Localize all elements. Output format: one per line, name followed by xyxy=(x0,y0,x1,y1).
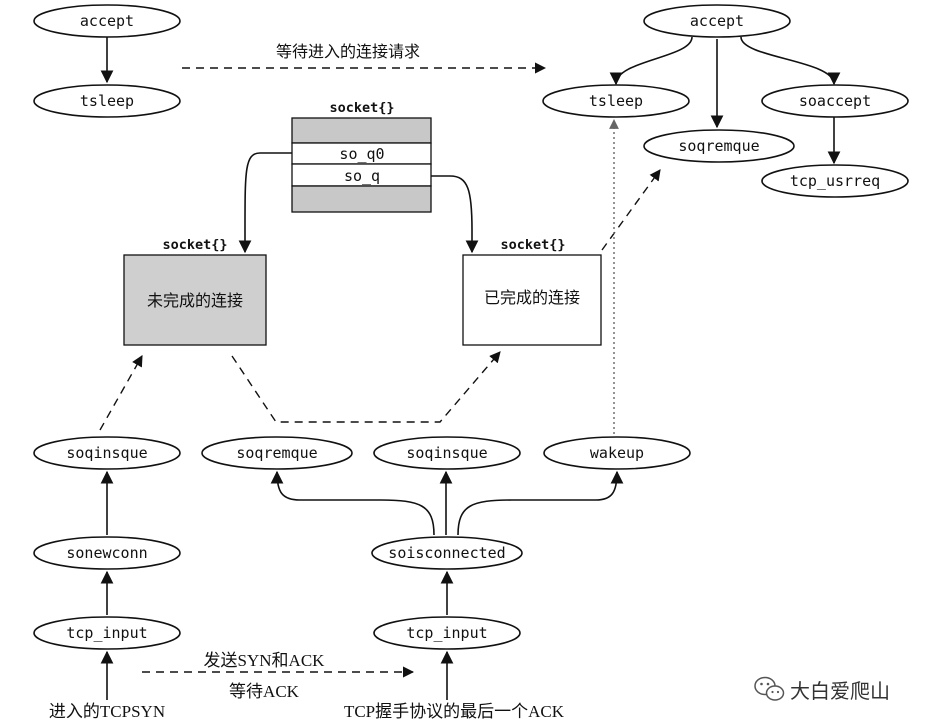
complete-box-title: socket{} xyxy=(500,237,565,253)
svg-text:soqremque: soqremque xyxy=(678,137,759,155)
edge-complete-soqremque xyxy=(601,169,661,251)
svg-text:tcp_usrreq: tcp_usrreq xyxy=(790,172,880,190)
node-tsleep-right: tsleep xyxy=(542,84,690,118)
node-tcp-input-left: tcp_input xyxy=(33,616,181,650)
label-final-ack: TCP握手协议的最后一个ACK xyxy=(344,702,565,721)
edge-soisconnected-soqremque xyxy=(270,470,435,536)
node-wakeup: wakeup xyxy=(543,436,691,470)
label-incoming-syn: 进入的TCPSYN xyxy=(49,702,165,721)
svg-text:tsleep: tsleep xyxy=(80,92,134,110)
incomplete-box-title: socket{} xyxy=(162,237,227,253)
edge-incomplete-complete xyxy=(231,351,501,423)
edge-soq0-incomplete xyxy=(238,152,294,254)
svg-text:accept: accept xyxy=(690,12,744,30)
node-tcp-input-right: tcp_input xyxy=(373,616,521,650)
field-so-q-label: so_q xyxy=(344,167,380,185)
edge-soqinsque-incomplete xyxy=(99,355,143,431)
incomplete-connection-box: socket{} 未完成的连接 xyxy=(123,237,267,346)
svg-text:sonewconn: sonewconn xyxy=(66,544,147,562)
svg-text:tsleep: tsleep xyxy=(589,92,643,110)
svg-text:soqinsque: soqinsque xyxy=(406,444,487,462)
svg-text:soisconnected: soisconnected xyxy=(388,544,505,562)
node-soaccept: soaccept xyxy=(761,84,909,118)
node-soqinsque-left: soqinsque xyxy=(33,436,181,470)
node-tcp-usrreq: tcp_usrreq xyxy=(761,164,909,198)
svg-text:wakeup: wakeup xyxy=(590,444,644,462)
incomplete-box-label: 未完成的连接 xyxy=(147,291,243,310)
watermark: 大白爱爬山 xyxy=(754,676,890,703)
node-soqinsque-mid: soqinsque xyxy=(373,436,521,470)
node-tsleep-left: tsleep xyxy=(33,84,181,118)
svg-text:tcp_input: tcp_input xyxy=(406,624,487,642)
label-wait-ack: 等待ACK xyxy=(229,682,300,701)
watermark-text: 大白爱爬山 xyxy=(790,679,890,703)
wechat-icon xyxy=(754,676,785,701)
complete-box-label: 已完成的连接 xyxy=(484,288,580,307)
edge-soq-complete xyxy=(416,175,479,254)
node-accept-right: accept xyxy=(643,4,791,38)
node-sonewconn: sonewconn xyxy=(33,536,181,570)
svg-text:accept: accept xyxy=(80,12,134,30)
socket-struct: socket{} so_q0 so_q xyxy=(291,100,432,213)
label-waiting-request: 等待进入的连接请求 xyxy=(276,42,420,61)
node-accept-left: accept xyxy=(33,4,181,38)
svg-text:soqinsque: soqinsque xyxy=(66,444,147,462)
svg-text:tcp_input: tcp_input xyxy=(66,624,147,642)
svg-text:soqremque: soqremque xyxy=(236,444,317,462)
node-soqremque-mid: soqremque xyxy=(201,436,353,470)
socket-struct-title: socket{} xyxy=(329,100,394,116)
edge-soisconnected-wakeup xyxy=(457,470,624,536)
node-soqremque-top: soqremque xyxy=(643,129,795,163)
field-so-q0-label: so_q0 xyxy=(339,145,384,163)
label-send-syn-ack: 发送SYN和ACK xyxy=(204,651,326,670)
node-soisconnected: soisconnected xyxy=(371,536,523,570)
edge-accept-soaccept xyxy=(740,36,841,86)
edge-accept-tsleep-right xyxy=(609,36,693,86)
svg-text:soaccept: soaccept xyxy=(799,92,871,110)
complete-connection-box: socket{} 已完成的连接 xyxy=(462,237,602,346)
